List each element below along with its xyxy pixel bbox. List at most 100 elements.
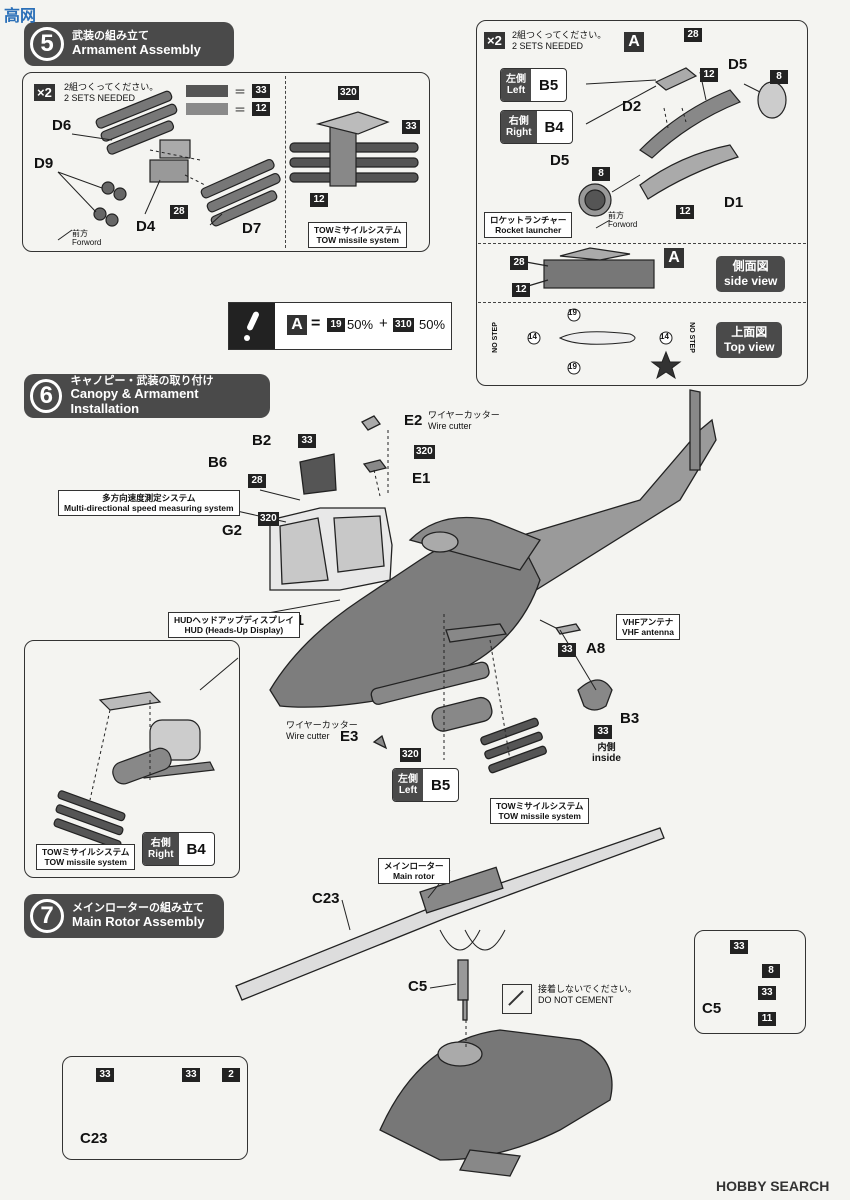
step6-code-320a: 320	[414, 445, 435, 459]
step6-code-33c: 33	[594, 725, 612, 739]
inset-tow-caption: TOWミサイルシステム TOW missile system	[36, 844, 136, 871]
legend-swatch-mid	[186, 103, 228, 115]
legend-eq-2: ＝	[234, 103, 247, 117]
c23-code-33a: 33	[96, 1068, 114, 1082]
step6-inside-note: 内側 inside	[592, 742, 621, 765]
legend-code-33: 33	[252, 84, 270, 98]
tow-code-12: 12	[310, 193, 328, 207]
launcher-right-part: B4	[544, 118, 564, 136]
step6-code-320b: 320	[258, 512, 279, 526]
inset-right-en: Right	[148, 849, 174, 860]
side-view-label: 側面図 side view	[716, 256, 786, 292]
part-d6: D6	[52, 117, 72, 134]
top-code-14a: 14	[528, 332, 537, 341]
side-view-jp: 側面図	[732, 259, 769, 273]
step5-number: 5	[30, 27, 64, 61]
missile-tube-d7	[200, 158, 281, 227]
launcher-code-8b: 8	[592, 167, 610, 181]
step6-left-jp: 左側	[398, 773, 418, 785]
launcher-forward-jp: 前方	[608, 211, 624, 220]
top-view-label: 上面図 Top view	[716, 322, 783, 358]
step6-tow-en: TOW missile system	[498, 811, 581, 822]
c5-inset-panel	[694, 930, 806, 1034]
step7-part-c23: C23	[312, 890, 340, 907]
launcher-a-box: A	[624, 32, 644, 52]
step6-code-320c: 320	[400, 748, 421, 762]
step6-part-g2: G2	[222, 522, 243, 539]
legend-eq-1: ＝	[234, 85, 247, 99]
step6-wire-cutter-top-jp: ワイヤーカッター	[428, 410, 500, 420]
launcher-x2-badge: ×2	[484, 32, 505, 49]
inset-right-jp: 右側	[150, 837, 171, 849]
step6-code-28: 28	[248, 474, 266, 488]
side-code-28: 28	[510, 256, 528, 270]
step5-x2-badge: ×2	[34, 84, 55, 101]
side-a-box: A	[664, 248, 684, 268]
launcher-make-note: 2組つくってください。 2 SETS NEEDED	[512, 30, 606, 52]
no-cement-icon	[502, 984, 532, 1014]
step6-inside-jp: 内側	[597, 742, 616, 752]
paint-pct-1: 50%	[347, 317, 374, 332]
launcher-part-d5b: D5	[550, 152, 570, 169]
step5-title-jp: 武装の組み立て	[72, 30, 149, 43]
step5-make-en: 2 SETS NEEDED	[64, 92, 136, 103]
step6-left-part: B5	[431, 776, 451, 794]
step5-make-note: 2組つくってください。 2 SETS NEEDED	[64, 82, 158, 104]
launcher-code-12a: 12	[700, 68, 718, 82]
step5-divider	[285, 76, 286, 248]
step6-tow-caption: TOWミサイルシステム TOW missile system	[490, 798, 590, 825]
tow-code-320: 320	[338, 86, 359, 100]
step7-number: 7	[30, 899, 64, 933]
step6-inset-panel	[24, 640, 240, 878]
speed-system-en: Multi-directional speed measuring system	[64, 503, 234, 514]
launcher-make-jp: 2組つくってください。	[512, 30, 607, 40]
c23-code-2: 2	[222, 1068, 240, 1082]
step5-make-jp: 2組つくってください。	[64, 82, 159, 92]
main-rotor-en: Main rotor	[392, 871, 435, 882]
step6-part-b3: B3	[620, 710, 640, 727]
launcher-left-en: Left	[506, 85, 526, 96]
launcher-left-part: B5	[539, 76, 559, 94]
vhf-en: VHF antenna	[622, 627, 674, 638]
launcher-forward: 前方 Forword	[608, 211, 637, 230]
no-cement-en: DO NOT CEMENT	[538, 994, 614, 1005]
step5-title-en: Armament Assembly	[72, 41, 201, 57]
step6-left-en: Left	[398, 785, 418, 796]
hud-jp: HUDヘッドアップディスプレイ	[174, 615, 294, 625]
no-cement-jp: 接着しないでください。	[538, 984, 637, 994]
launcher-left-jp: 左側	[506, 73, 526, 85]
c23-inset-panel	[62, 1056, 248, 1160]
bracket-d4	[149, 159, 189, 183]
c5-code-11: 11	[758, 1012, 776, 1026]
no-cement-note: 接着しないでください。 DO NOT CEMENT	[502, 984, 637, 1014]
paint-code-310: 310	[393, 318, 414, 332]
launcher-divider-2	[478, 302, 806, 303]
launcher-caption-en: Rocket launcher	[495, 225, 562, 236]
step5-forward-en: Forword	[72, 237, 102, 247]
legend-swatch-dark	[186, 85, 228, 97]
top-code-14b: 14	[660, 332, 669, 341]
paint-code-19: 19	[327, 318, 345, 332]
c23-code-33b: 33	[182, 1068, 200, 1082]
warning-icon	[229, 303, 275, 349]
step5-forward: 前方 Forword	[72, 229, 102, 248]
step6-code-33a: 33	[298, 434, 316, 448]
launcher-right-en: Right	[506, 127, 532, 138]
paint-plus: +	[379, 315, 388, 332]
step6-wire-cutter-bottom: ワイヤーカッター Wire cutter	[286, 720, 358, 742]
step7-part-c5: C5	[408, 978, 428, 995]
step6-title-jp: キャノピー・武装の取り付け	[70, 374, 214, 387]
watermark-left: 高网	[4, 8, 37, 25]
launcher-caption: ロケットランチャー Rocket launcher	[484, 212, 573, 239]
step5-tow-caption: TOWミサイルシステム TOW missile system	[308, 222, 408, 249]
step6-wire-cutter-top-en: Wire cutter	[428, 420, 472, 431]
step5-banner: 5 武装の組み立て Armament Assembly	[24, 22, 234, 66]
speed-system-caption: 多方向速度測定システム Multi-directional speed meas…	[58, 490, 240, 517]
step7-title-en: Main Rotor Assembly	[72, 913, 205, 929]
step6-part-b2: B2	[252, 432, 272, 449]
